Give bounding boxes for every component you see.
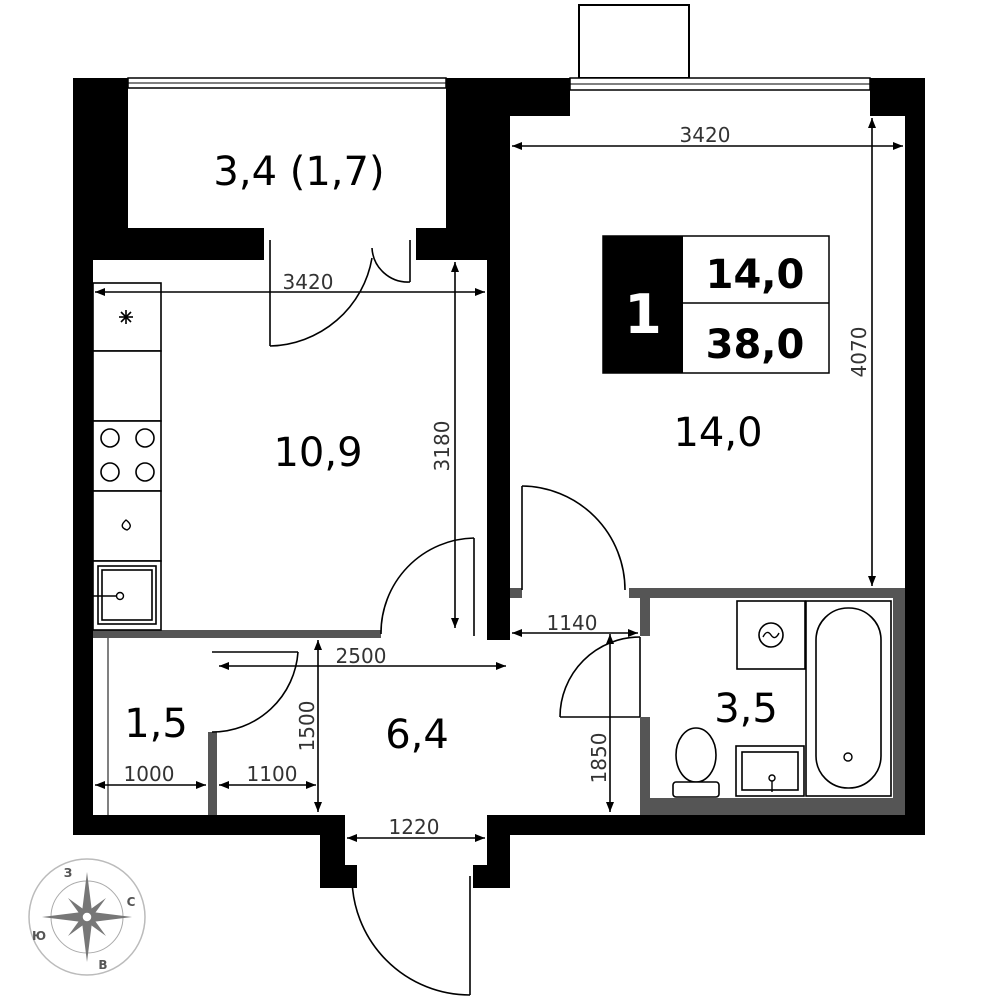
dim-corridor-width: 1100 — [247, 762, 298, 786]
room-area-balcony: 3,4 (1,7) — [213, 149, 384, 195]
bathroom-door[interactable] — [559, 636, 641, 718]
dim-entrance-width: 1220 — [389, 815, 440, 839]
dim-kitchen-depth: 3180 — [430, 421, 454, 472]
living-area-value: 14,0 — [706, 252, 805, 298]
room-area-hall: 6,4 — [385, 712, 449, 758]
dim-storage-width: 1000 — [124, 762, 175, 786]
room-area-storage: 1,5 — [124, 701, 188, 747]
balcony-window — [127, 77, 447, 89]
faucet-icon — [121, 519, 131, 531]
compass-rose-icon: З С В Ю — [28, 858, 146, 976]
bathroom-sink-icon — [735, 745, 805, 797]
washing-machine-icon — [736, 600, 806, 670]
total-area-value: 38,0 — [706, 322, 805, 368]
stove-icon — [100, 428, 155, 482]
toilet-icon — [672, 727, 720, 798]
room-area-bathroom: 3,5 — [714, 686, 778, 732]
dimension-lines — [95, 118, 903, 842]
entrance-door[interactable] — [351, 875, 471, 996]
entrance-walls — [320, 835, 510, 888]
interior-partitions — [93, 588, 905, 815]
dim-hall-depth: 1500 — [295, 701, 319, 752]
living-door[interactable] — [521, 485, 626, 591]
room-area-kitchen: 10,9 — [273, 430, 362, 476]
compass-west: Ю — [32, 929, 46, 943]
kitchen-door[interactable] — [380, 537, 475, 636]
balcony-door[interactable] — [269, 240, 411, 347]
sink-icon — [93, 565, 157, 625]
dim-passage-width: 1140 — [547, 611, 598, 635]
living-window — [569, 77, 871, 91]
compass-south: В — [98, 958, 107, 972]
compass-north: З — [64, 866, 73, 880]
dim-living-depth: 4070 — [847, 327, 871, 378]
dim-bath-depth: 1850 — [587, 733, 611, 784]
rooms-count: 1 — [624, 283, 662, 346]
bathtub-icon — [805, 600, 892, 797]
living-window-box — [578, 4, 690, 79]
dim-living-width: 3420 — [680, 123, 731, 147]
compass-east: С — [127, 895, 136, 909]
exterior-walls — [73, 78, 925, 835]
summary-badge: 1 14,0 38,0 — [602, 235, 830, 374]
dim-kitchen-width: 3420 — [283, 270, 334, 294]
room-area-living: 14,0 — [673, 410, 762, 456]
dim-hall-width: 2500 — [336, 644, 387, 668]
snowflake-icon — [119, 310, 133, 324]
storage-door[interactable] — [211, 651, 299, 733]
